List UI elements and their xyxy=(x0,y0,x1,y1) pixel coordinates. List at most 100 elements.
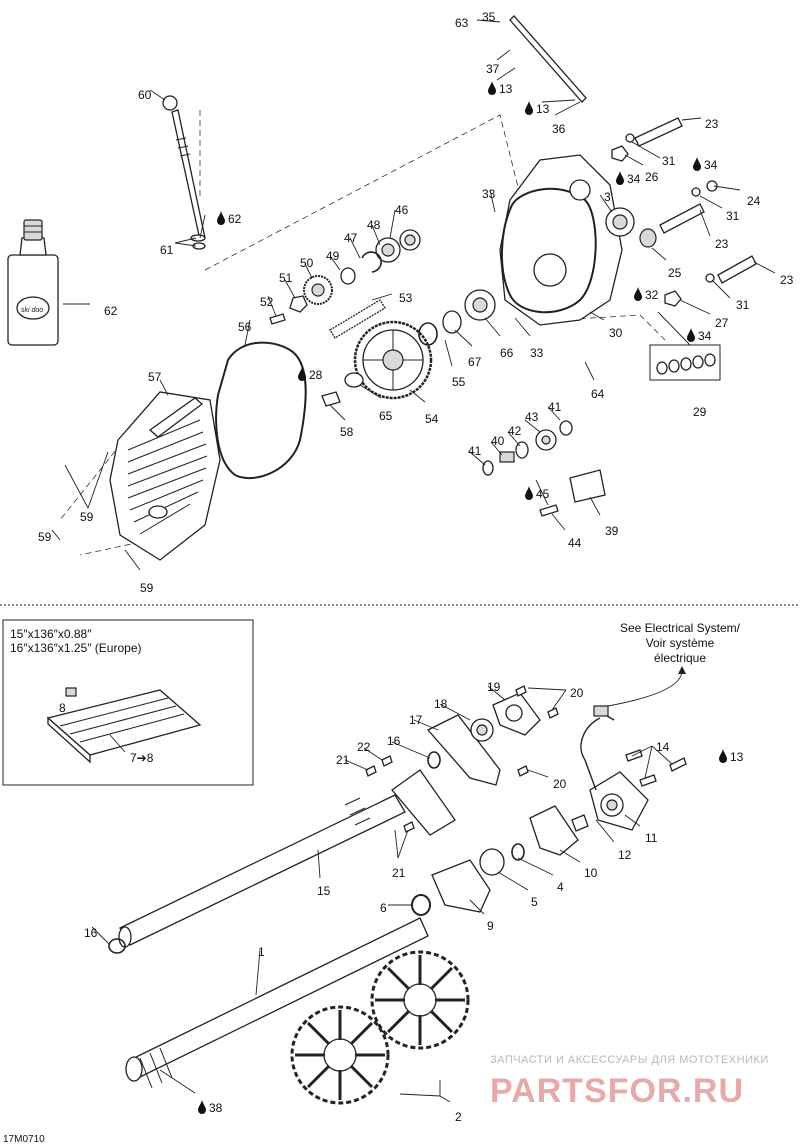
callout-number: 11 xyxy=(645,831,658,845)
callout-number: 67 xyxy=(468,355,482,369)
callout-6: 6 xyxy=(380,901,387,915)
callout-3: 3 xyxy=(604,190,611,204)
watermark-text: ЗАПЧАСТИ И АКСЕССУАРЫ ДЛЯ МОТОТЕХНИКИ xyxy=(490,1054,769,1066)
callout-number: 65 xyxy=(379,409,393,423)
callout-23: 23 xyxy=(705,117,719,131)
callout-13: 13 xyxy=(488,81,513,96)
drive-sprockets xyxy=(290,950,470,1105)
callout-number: 33 xyxy=(530,346,544,360)
oil-drop-icon xyxy=(488,81,496,95)
callout-number: 61 xyxy=(160,243,174,257)
callout-number: 41 xyxy=(468,444,482,458)
callout-number: 22 xyxy=(357,740,371,754)
callout-4: 4 xyxy=(557,880,564,894)
callout-number: 36 xyxy=(552,122,566,136)
callout-30: 30 xyxy=(609,326,623,340)
callout-number: 12 xyxy=(618,848,632,862)
callout-number: 51 xyxy=(279,271,293,285)
callout-34: 34 xyxy=(693,157,718,172)
callout-number: 55 xyxy=(452,375,466,389)
shim-set xyxy=(649,344,721,381)
dipstick xyxy=(162,95,206,241)
callout-number: 31 xyxy=(736,298,750,312)
callout-number: 13 xyxy=(499,82,513,96)
callout-number: 30 xyxy=(609,326,623,340)
callout-19: 19 xyxy=(487,680,501,694)
callout-number: 44 xyxy=(568,536,582,550)
callout-number: 24 xyxy=(747,194,761,208)
leader-lines xyxy=(51,19,776,1103)
track-note-line-2: 16″x136″x1.25″ (Europe) xyxy=(10,641,142,655)
track-note: 15″x136″x0.88″ 16″x136″x1.25″ (Europe) xyxy=(10,627,142,655)
oil-drop-icon xyxy=(525,486,533,500)
callout-38: 38 xyxy=(198,1100,223,1115)
callout-number: 26 xyxy=(645,170,659,184)
oil-drop-icon xyxy=(298,367,306,381)
callout-13: 13 xyxy=(719,749,744,764)
callout-number: 16 xyxy=(387,734,401,748)
oil-drop-icon xyxy=(687,328,695,342)
chaincase-cover xyxy=(109,391,221,561)
callout-number: 33 xyxy=(482,187,496,201)
callout-number: 28 xyxy=(309,368,323,382)
callout-15: 15 xyxy=(317,884,331,898)
callout-37: 37 xyxy=(486,62,500,76)
callout-number: 15 xyxy=(317,884,331,898)
note-box xyxy=(2,619,254,786)
callout-number: 46 xyxy=(395,203,409,217)
callout-number: 18 xyxy=(434,697,448,711)
callout-2: 2 xyxy=(455,1110,462,1124)
callout-51: 51 xyxy=(279,271,293,285)
callout-number: 35 xyxy=(482,10,496,24)
callout-number: 4 xyxy=(557,880,564,894)
callout-number: 20 xyxy=(570,686,584,700)
callout-number: 59 xyxy=(80,510,94,524)
callout-29: 29 xyxy=(693,405,707,419)
track-note-line-1: 15″x136″x0.88″ xyxy=(10,627,92,641)
chaincase-housing xyxy=(499,154,623,326)
callout-50: 50 xyxy=(300,256,314,270)
callout-number: 16 xyxy=(84,926,98,940)
callout-52: 52 xyxy=(260,295,274,309)
callout-63: 63 xyxy=(455,16,469,30)
callout-12: 12 xyxy=(618,848,632,862)
callout-number: 5 xyxy=(531,895,538,909)
callout-number: 37 xyxy=(486,62,500,76)
callout-number: 13 xyxy=(730,750,744,764)
callout-1: 1 xyxy=(258,945,265,959)
callout-number: 34 xyxy=(704,158,718,172)
oil-drop-icon xyxy=(719,749,727,763)
callout-22: 22 xyxy=(357,740,371,754)
oil-drop-icon xyxy=(525,101,533,115)
callout-number: 21 xyxy=(392,866,406,880)
electrical-note-line-1: See Electrical System/ xyxy=(620,621,741,635)
callout-number: 17 xyxy=(409,713,423,727)
callout-number: 62 xyxy=(228,212,242,226)
callout-number: 49 xyxy=(326,249,340,263)
callout-number: 14 xyxy=(656,740,670,754)
callout-34: 34 xyxy=(616,171,641,186)
callout-34: 34 xyxy=(687,328,712,343)
callout-59: 59 xyxy=(80,510,94,524)
callout-number: 41 xyxy=(548,400,562,414)
callout-49: 49 xyxy=(326,249,340,263)
callout-number: 40 xyxy=(491,434,505,448)
callout-number: 13 xyxy=(536,102,550,116)
callout-number: 25 xyxy=(668,266,682,280)
callout-54: 54 xyxy=(425,412,439,426)
callout-62: 62 xyxy=(104,304,118,318)
oil-drop-icon xyxy=(693,157,701,171)
callout-67: 67 xyxy=(468,355,482,369)
callout-number: 38 xyxy=(209,1101,223,1115)
callout-44: 44 xyxy=(568,536,582,550)
callout-number: 43 xyxy=(525,410,539,424)
callout-number: 27 xyxy=(715,316,729,330)
callout-number: 19 xyxy=(487,680,501,694)
callout-27: 27 xyxy=(715,316,729,330)
svg-text:ski doo: ski doo xyxy=(21,307,43,314)
callout-number: 6 xyxy=(380,901,387,915)
callout-53: 53 xyxy=(399,291,413,305)
callout-14: 14 xyxy=(656,740,670,754)
callout-40: 40 xyxy=(491,434,505,448)
diagram-code: 17M0710 xyxy=(3,1134,45,1145)
